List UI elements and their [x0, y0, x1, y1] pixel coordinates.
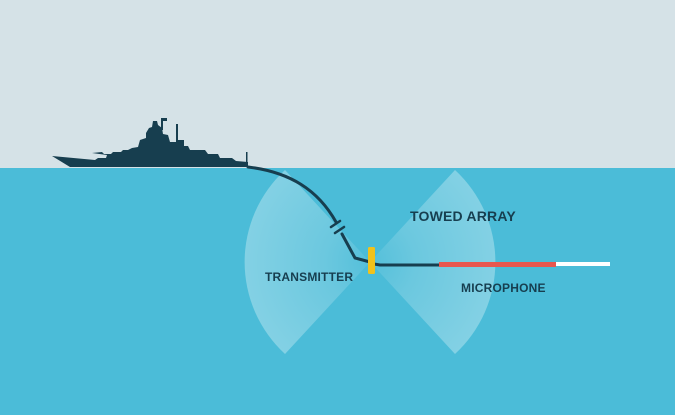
transmitter-label: TRANSMITTER — [265, 270, 354, 284]
towed-array-label: TOWED ARRAY — [410, 208, 516, 224]
sky-background — [0, 0, 675, 168]
sound-beam-cones — [244, 170, 496, 354]
tow-cable — [246, 165, 442, 267]
beam-left-icon — [244, 170, 370, 354]
array-microphone-segment — [439, 262, 556, 267]
array-tail-segment — [556, 262, 610, 266]
ship-icon — [52, 118, 248, 167]
beam-right-icon — [370, 170, 496, 354]
microphone-label: MICROPHONE — [461, 281, 546, 295]
transmitter-block-icon — [368, 247, 375, 274]
